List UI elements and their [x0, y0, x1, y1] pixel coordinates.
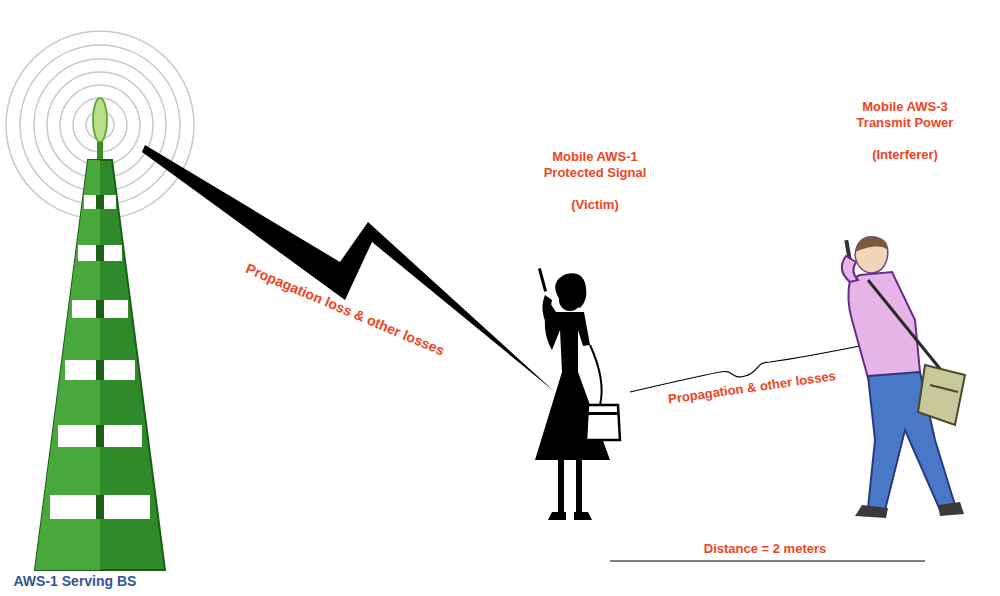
- tower-symbol: [35, 98, 165, 570]
- interferer-person: [842, 237, 965, 518]
- distance-label: Distance = 2 meters: [655, 541, 875, 557]
- base-station-label: AWS-1 Serving BS: [0, 573, 155, 591]
- victim-role: (Victim): [535, 197, 655, 213]
- interference-loss-label: Propagation & other losses: [642, 365, 862, 412]
- distance-line: [610, 560, 925, 561]
- interferer-role: (Interferer): [845, 147, 965, 163]
- victim-person: [535, 268, 620, 520]
- lightning-bolt: [142, 145, 555, 392]
- interferer-title: Mobile AWS-3 Transmit Power: [848, 99, 963, 132]
- victim-title: Mobile AWS-1 Protected Signal: [535, 149, 655, 182]
